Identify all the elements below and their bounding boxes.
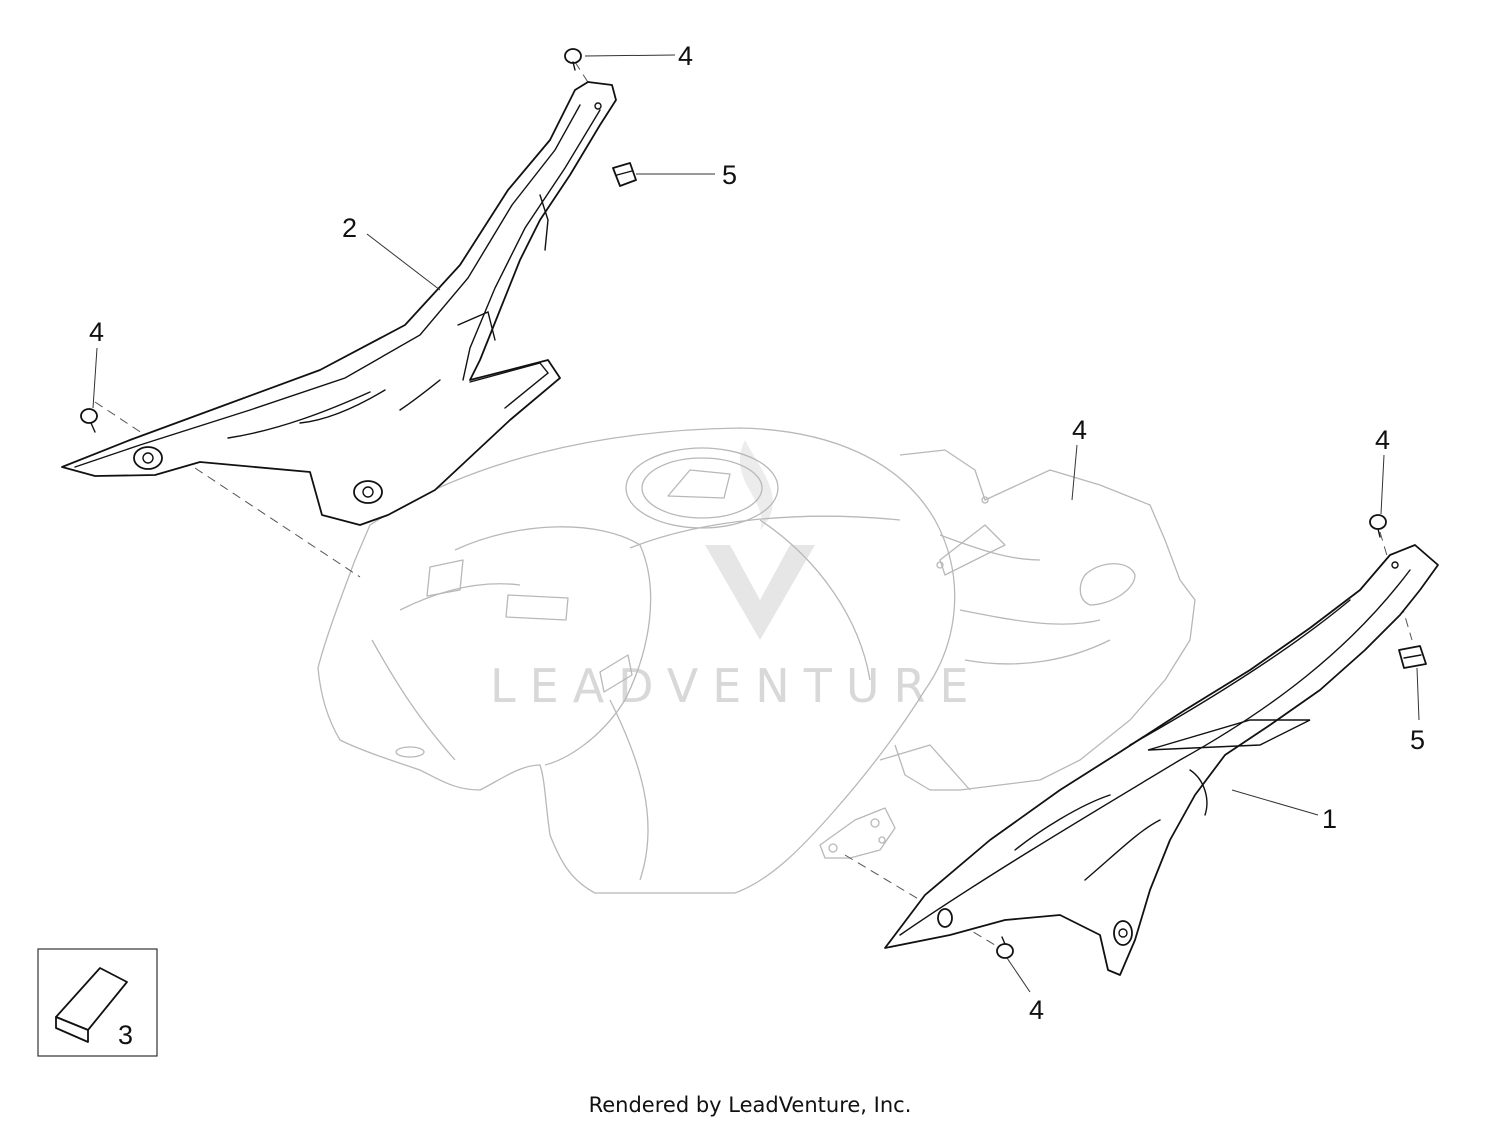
screw-bottom bbox=[996, 936, 1014, 959]
clip-top bbox=[612, 162, 637, 187]
screw-left bbox=[80, 408, 98, 433]
watermark: LEADVENTURE bbox=[490, 440, 983, 713]
callout-4-right-top: 4 bbox=[1375, 425, 1390, 455]
callout-3: 3 bbox=[118, 1020, 133, 1050]
watermark-text: LEADVENTURE bbox=[490, 659, 983, 713]
footer-credit: Rendered by LeadVenture, Inc. bbox=[588, 1093, 912, 1117]
callout-1: 1 bbox=[1322, 804, 1337, 834]
left-side-panel bbox=[61, 81, 617, 526]
part-3-box bbox=[37, 948, 158, 1057]
right-side-panel bbox=[884, 544, 1439, 976]
watermark-logo bbox=[705, 545, 815, 640]
callout-5-right: 5 bbox=[1410, 725, 1425, 755]
clip-right bbox=[1398, 645, 1427, 669]
screw-right-top bbox=[1369, 514, 1387, 538]
callout-2: 2 bbox=[342, 213, 357, 243]
fuel-tank bbox=[317, 427, 1196, 894]
leader-lines bbox=[92, 54, 1420, 993]
watermark-flame bbox=[739, 440, 773, 530]
callout-4-top: 4 bbox=[678, 41, 693, 71]
callouts: 4 5 2 4 4 4 5 1 4 3 bbox=[89, 41, 1425, 1050]
install-line-left bbox=[94, 401, 361, 578]
callout-4-left: 4 bbox=[89, 317, 104, 347]
callout-5-top: 5 bbox=[722, 160, 737, 190]
screw-top bbox=[564, 48, 582, 71]
install-line-top bbox=[574, 61, 603, 105]
install-line-right-top bbox=[1379, 531, 1413, 641]
callout-4-tank: 4 bbox=[1072, 415, 1087, 445]
callout-4-bottom: 4 bbox=[1029, 995, 1044, 1025]
